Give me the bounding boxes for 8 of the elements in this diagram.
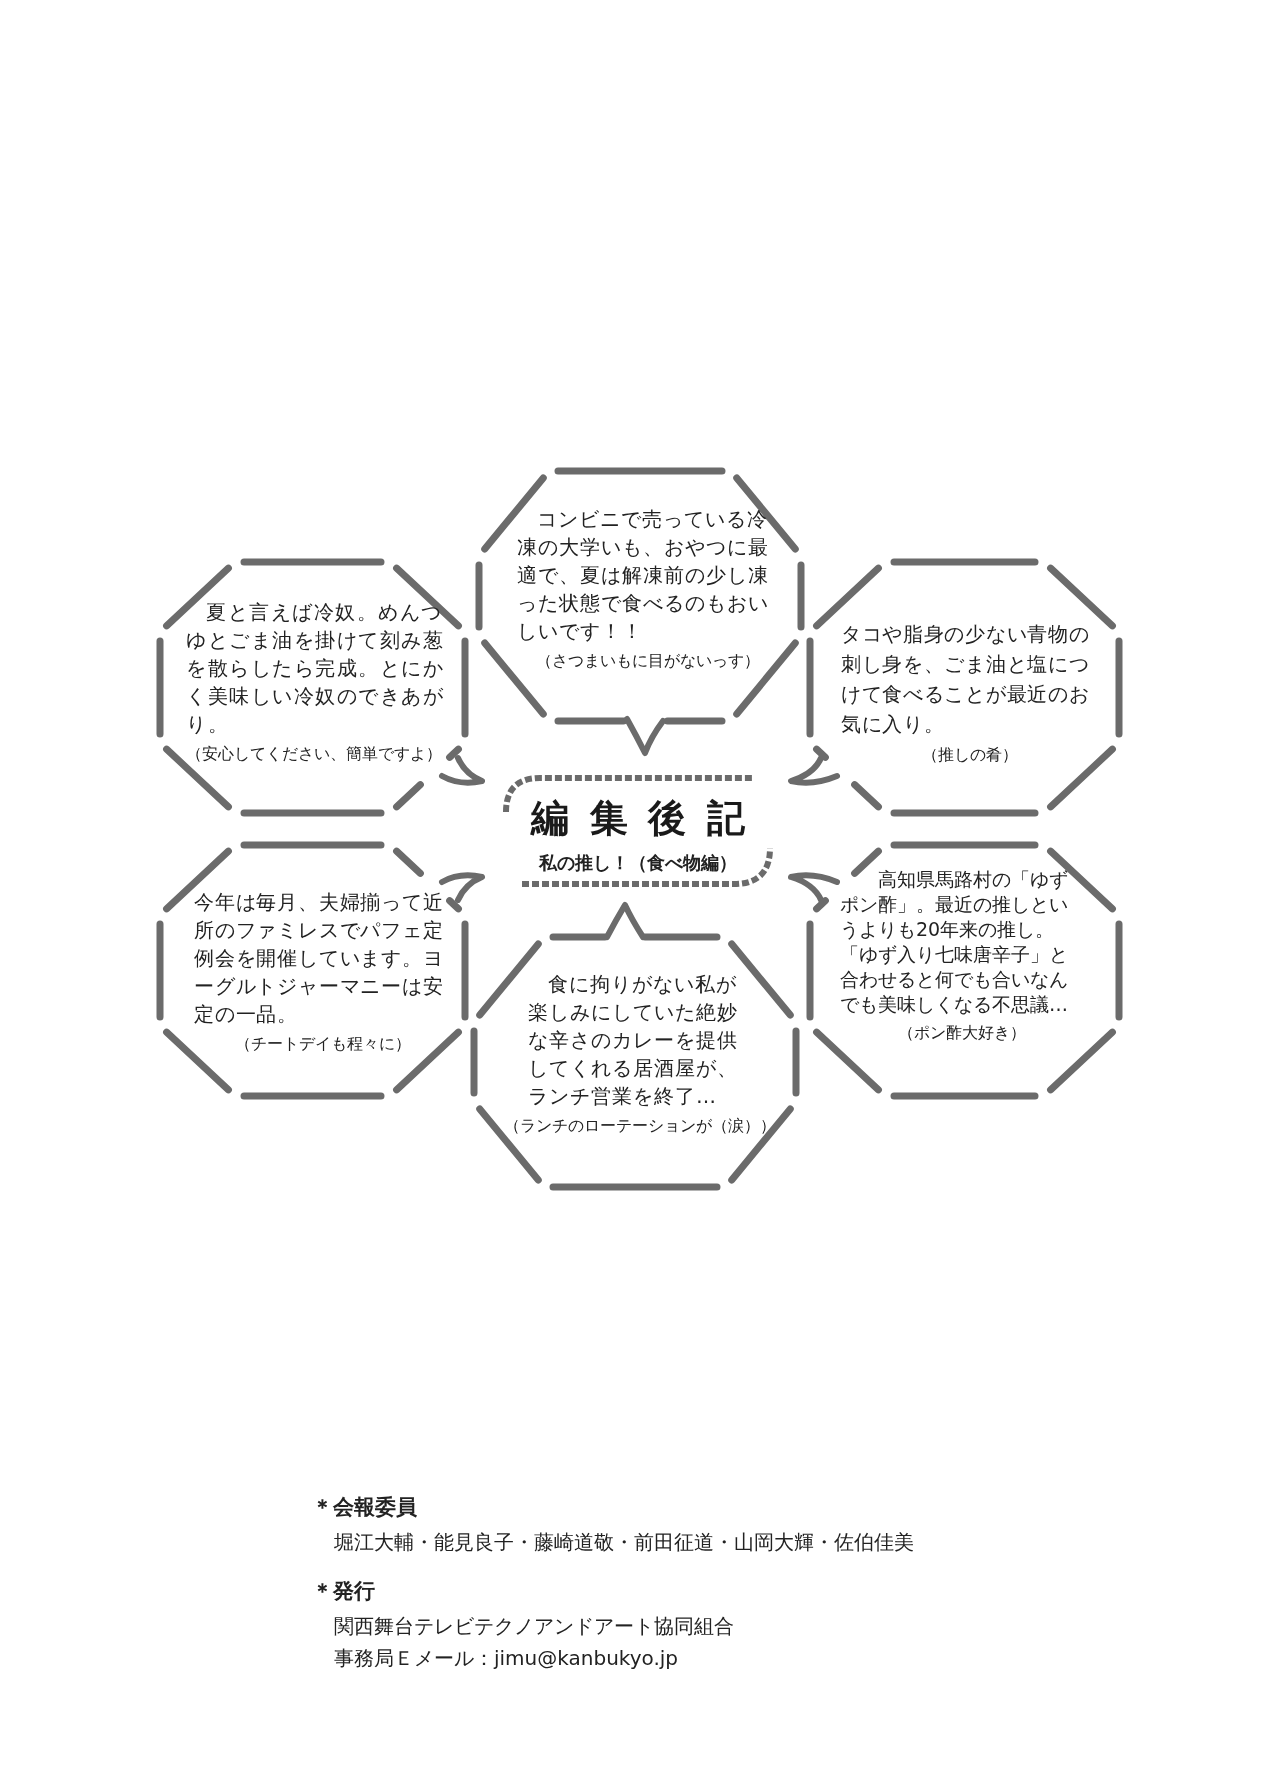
section-heading: ＊会報委員 [312,1494,418,1521]
footer-text: 事務局Ｅメール：jimu@kanbukyo.jp [333,1645,679,1672]
footer-text: 関西舞台テレビテクノアンドアート協同組合 [333,1613,735,1640]
section-heading: ＊発行 [312,1578,376,1605]
footer-text: 堀江大輔・能見良子・藤崎道敬・前田征道・山岡大輝・佐伯佳美 [333,1529,914,1556]
title-heading: 編集後記 [530,795,767,842]
title-box [502,772,774,890]
subtitle: 私の推し！（食べ物編） [539,851,737,875]
